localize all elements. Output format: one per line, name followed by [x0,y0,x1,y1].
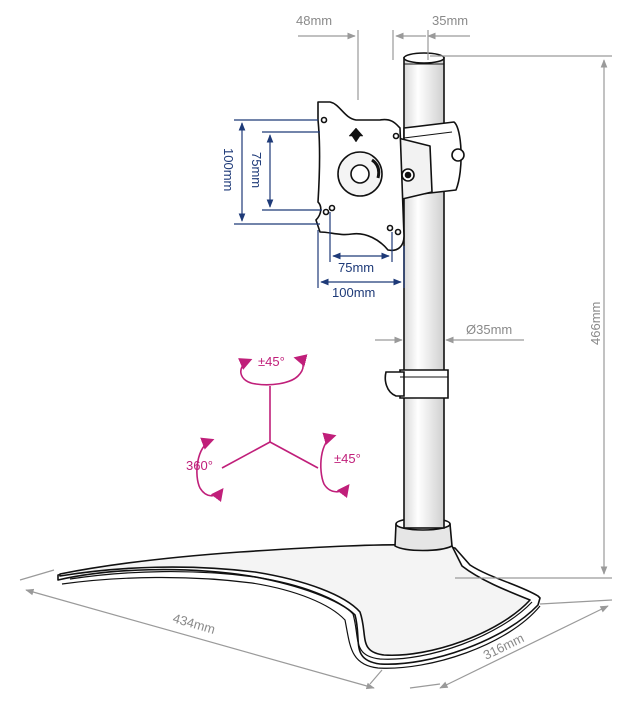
stand-pole [384,52,449,529]
base-top-surface [59,543,531,657]
dim-total-height: 466mm [588,302,603,345]
rotation-axis-left [221,441,271,469]
pole-collar [394,523,453,552]
dim-vesa-small-vertical: 75mm [249,152,264,188]
rotation-symbol [196,354,350,503]
cable-clip [384,369,449,399]
grey-dimension-lines [19,30,613,690]
label-tilt: ±45° [258,354,285,369]
label-rotate: 360° [186,458,213,473]
dim-pole-offset: 35mm [432,13,468,28]
dim-vesa-large-horizontal: 100mm [332,285,375,300]
pole-cap [403,52,445,64]
rotation-axis-right [269,441,319,469]
dim-arm-offset: 48mm [296,13,332,28]
label-swivel: ±45° [334,451,361,466]
dim-vesa-large-vertical: 100mm [221,148,236,191]
clamp-knob [451,148,465,162]
vesa-plate [315,101,405,252]
stand-base [57,517,541,669]
dim-vesa-small-horizontal: 75mm [338,260,374,275]
vesa-dimension-lines [234,119,405,288]
dim-pole-diameter: Ø35mm [466,322,512,337]
swivel-arc-icon [320,432,350,499]
tilt-arc-icon [238,354,308,386]
swivel-arm [397,121,465,201]
rotate-arc-icon [196,437,224,503]
